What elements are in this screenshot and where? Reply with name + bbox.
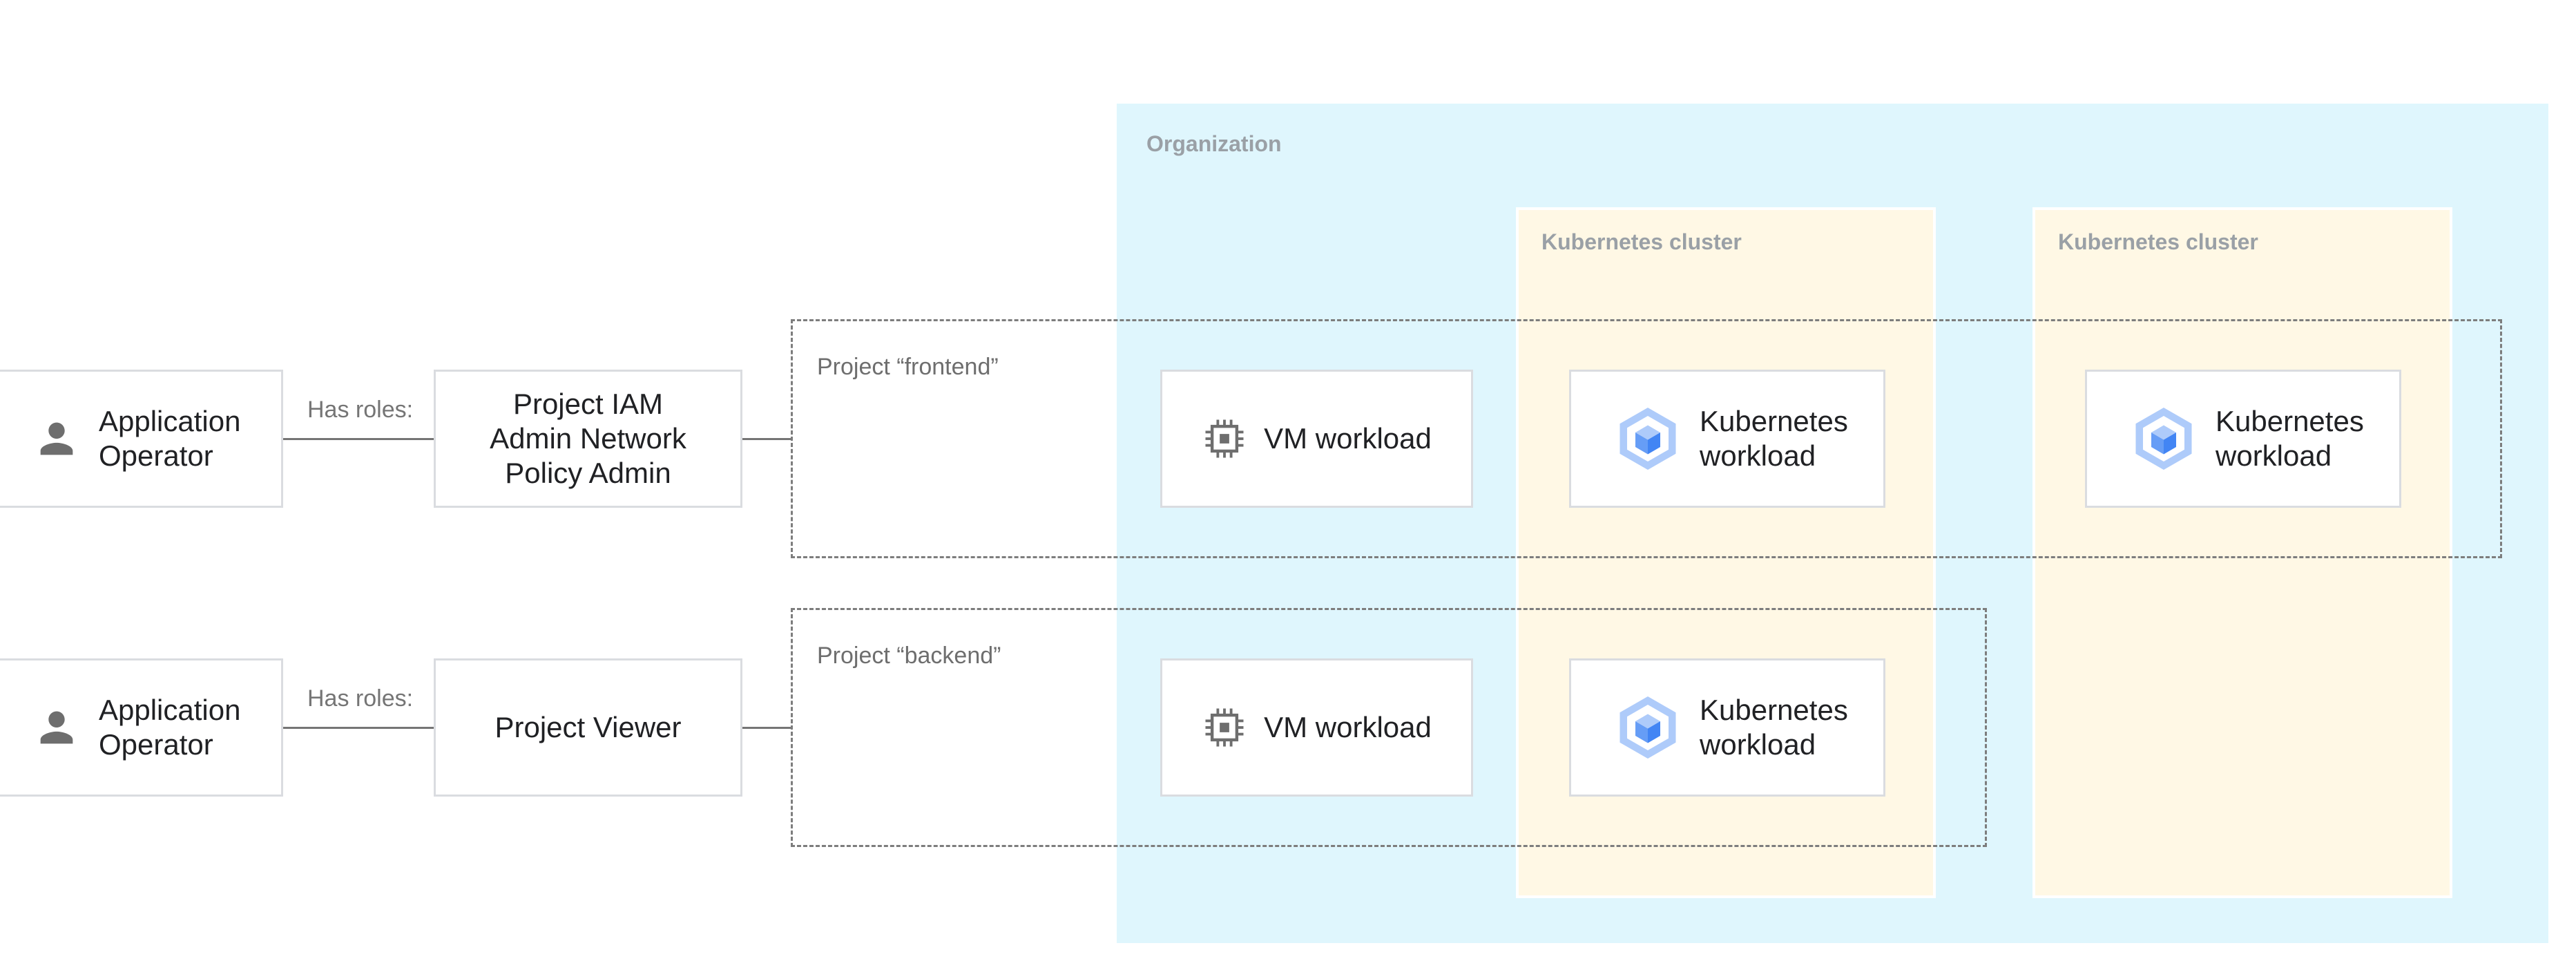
project-frontend-label: Project “frontend” <box>817 354 999 380</box>
chip-icon <box>1205 708 1244 747</box>
role-name: Project IAM Admin Network Policy Admin <box>490 387 686 491</box>
role-line-3: Policy Admin <box>505 457 671 489</box>
kubernetes-workload-line-1: Kubernetes <box>1700 694 1848 726</box>
kubernetes-cube-icon <box>1619 408 1676 470</box>
kubernetes-cluster-2-label: Kubernetes cluster <box>2058 229 2258 254</box>
operator-role-connector-2 <box>283 727 434 729</box>
role-name: Project Viewer <box>494 711 682 743</box>
person-icon <box>40 711 73 744</box>
kubernetes-cluster-1-label: Kubernetes cluster <box>1541 229 1742 254</box>
kubernetes-cube-icon <box>2135 408 2192 470</box>
kubernetes-workload-line-1: Kubernetes <box>2215 405 2364 437</box>
chip-icon <box>1205 419 1244 458</box>
role-project-connector-2 <box>742 727 791 729</box>
person-icon <box>40 422 73 455</box>
kubernetes-workload-label: Kubernetes workload <box>1700 404 1848 473</box>
project-backend-boundary <box>791 608 1987 847</box>
role-project-connector-1 <box>742 438 791 440</box>
vm-workload-label: VM workload <box>1264 711 1432 743</box>
role-line-1: Project IAM <box>512 388 664 420</box>
role-box-iam-network-admin: Project IAM Admin Network Policy Admin <box>434 370 742 508</box>
kubernetes-workload-line-2: workload <box>1700 439 1816 472</box>
kubernetes-workload-frontend-cluster-2: Kubernetes workload <box>2085 370 2401 508</box>
kubernetes-workload-label: Kubernetes workload <box>2215 404 2364 473</box>
kubernetes-workload-line-2: workload <box>1700 728 1816 761</box>
operator-name: Application Operator <box>99 404 240 473</box>
operator-name-line-2: Operator <box>99 439 213 472</box>
project-backend-label: Project “backend” <box>817 643 1001 669</box>
operator-name-line-1: Application <box>99 405 241 437</box>
application-operator-1: Application Operator <box>0 370 283 508</box>
kubernetes-workload-line-2: workload <box>2215 439 2332 472</box>
organization-label: Organization <box>1146 131 1282 156</box>
project-frontend-boundary <box>791 319 2502 558</box>
operator-name-line-1: Application <box>99 694 241 726</box>
vm-workload-label: VM workload <box>1264 422 1432 455</box>
kubernetes-workload-frontend-cluster-1: Kubernetes workload <box>1569 370 1885 508</box>
kubernetes-cube-icon <box>1619 696 1676 759</box>
kubernetes-workload-line-1: Kubernetes <box>1700 405 1848 437</box>
vm-workload-backend: VM workload <box>1160 658 1473 797</box>
role-box-project-viewer: Project Viewer <box>434 658 742 797</box>
role-line-2: Admin Network <box>490 422 686 455</box>
operator-name: Application Operator <box>99 693 240 762</box>
operator-name-line-2: Operator <box>99 728 213 761</box>
application-operator-2: Application Operator <box>0 658 283 797</box>
kubernetes-cluster-2 <box>2032 207 2452 898</box>
has-roles-label-1: Has roles: <box>307 397 414 423</box>
vm-workload-frontend: VM workload <box>1160 370 1473 508</box>
has-roles-label-2: Has roles: <box>307 685 414 712</box>
kubernetes-workload-label: Kubernetes workload <box>1700 693 1848 762</box>
kubernetes-workload-backend-cluster-1: Kubernetes workload <box>1569 658 1885 797</box>
operator-role-connector-1 <box>283 438 434 440</box>
